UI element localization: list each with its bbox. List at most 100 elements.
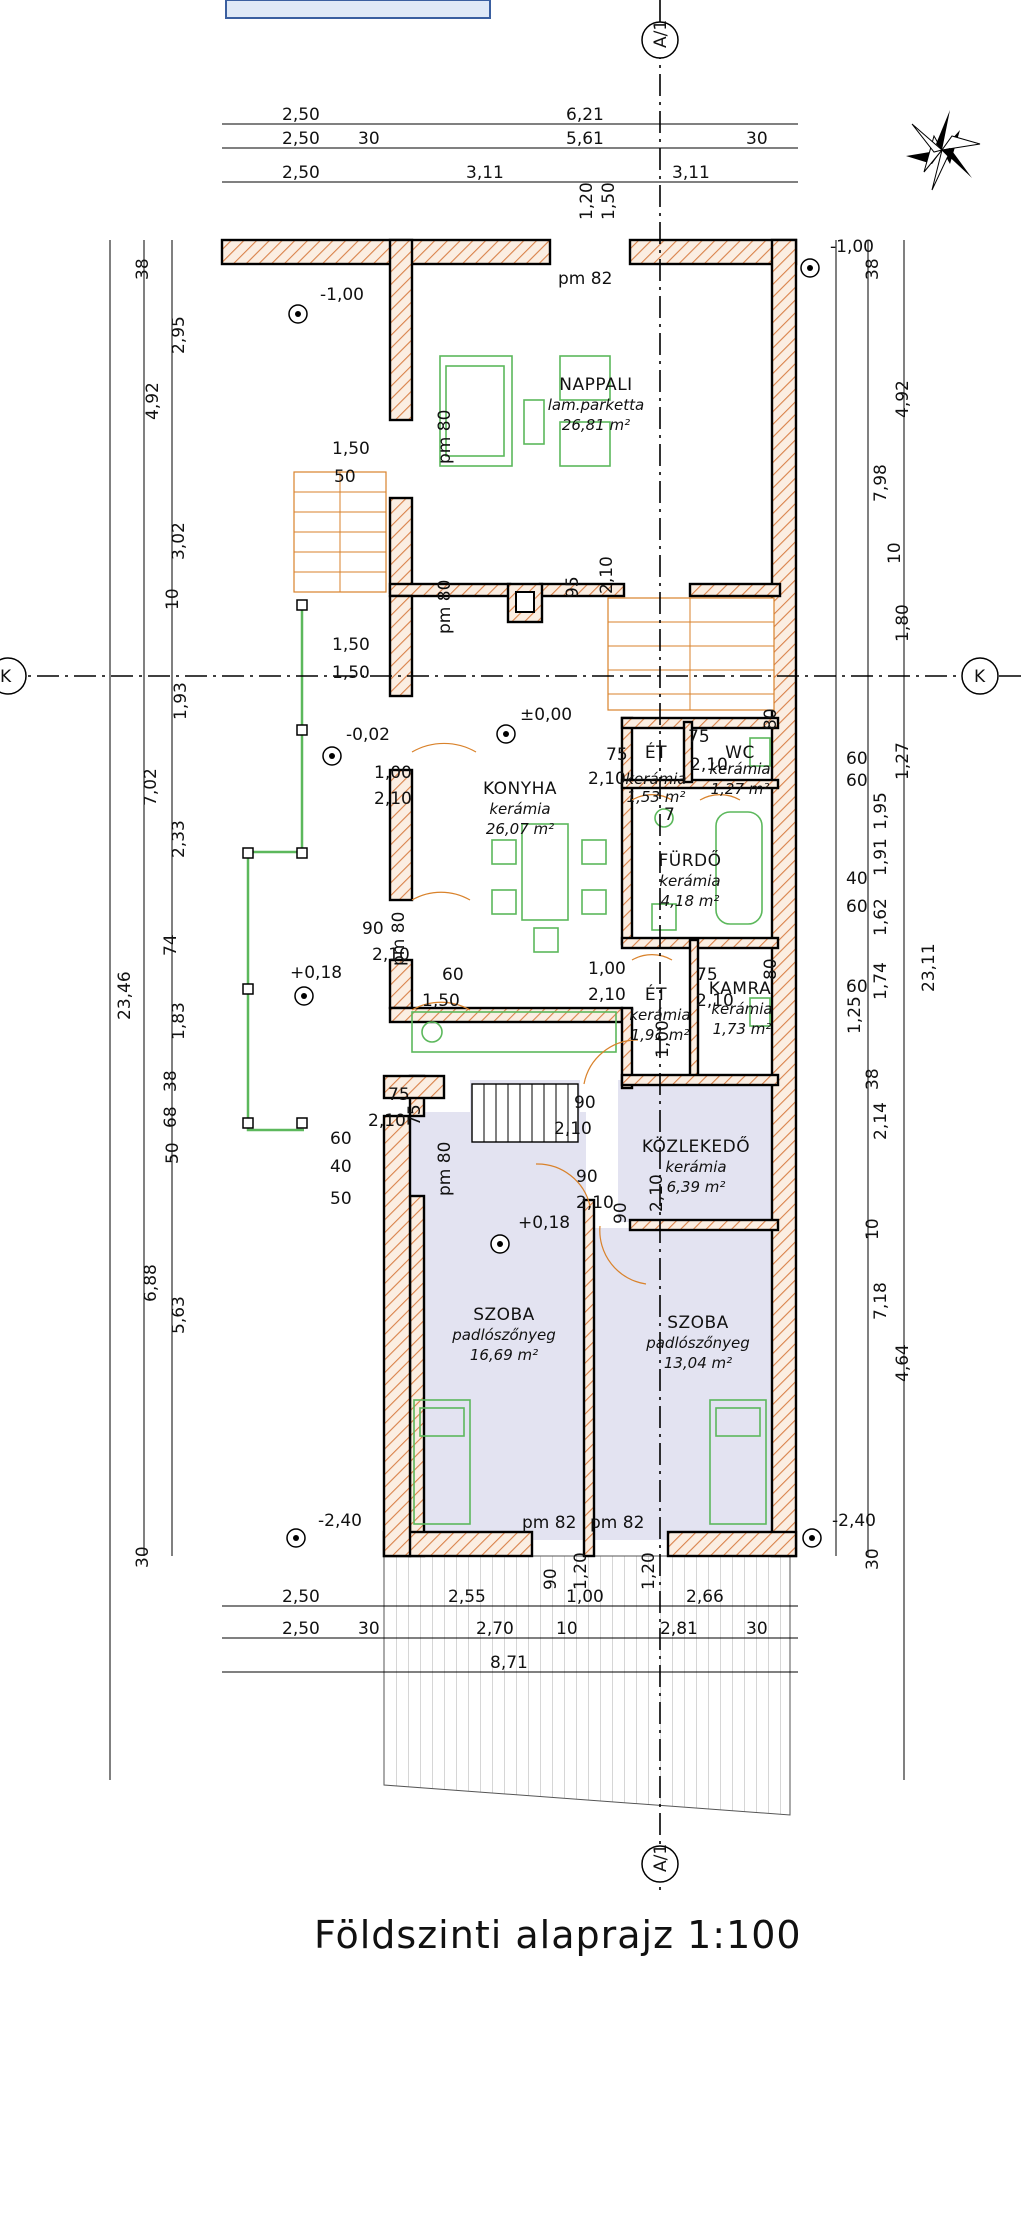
svg-text:4,92: 4,92 bbox=[893, 380, 913, 418]
dimension-lines bbox=[109, 123, 905, 1780]
svg-text:pm 82: pm 82 bbox=[558, 269, 612, 289]
svg-text:1,74: 1,74 bbox=[871, 962, 891, 1000]
svg-text:WC: WC bbox=[725, 743, 755, 763]
svg-text:kerámia: kerámia bbox=[711, 1000, 772, 1018]
svg-text:2,33: 2,33 bbox=[169, 820, 189, 858]
svg-text:75: 75 bbox=[405, 1104, 425, 1126]
svg-text:pm 80: pm 80 bbox=[435, 1142, 455, 1196]
svg-text:40: 40 bbox=[846, 869, 868, 889]
svg-text:75: 75 bbox=[696, 965, 718, 985]
svg-text:FÜRDŐ: FÜRDŐ bbox=[658, 849, 721, 871]
bottom-terrace bbox=[383, 1555, 791, 1816]
svg-text:7,98: 7,98 bbox=[871, 464, 891, 502]
svg-text:6,39 m²: 6,39 m² bbox=[667, 1178, 726, 1196]
svg-text:KÖZLEKEDŐ: KÖZLEKEDŐ bbox=[642, 1135, 750, 1157]
svg-text:40: 40 bbox=[330, 1157, 352, 1177]
svg-text:1,62: 1,62 bbox=[871, 898, 891, 936]
room-szoba-2: SZOBA padlószőnyeg 13,04 m² bbox=[645, 1313, 750, 1372]
room-szoba-1: SZOBA padlószőnyeg 16,69 m² bbox=[451, 1305, 556, 1364]
svg-text:38: 38 bbox=[863, 258, 883, 280]
svg-text:2,55: 2,55 bbox=[448, 1587, 486, 1607]
svg-text:1,20: 1,20 bbox=[577, 182, 597, 220]
svg-text:2,50: 2,50 bbox=[282, 129, 320, 149]
svg-text:1,95: 1,95 bbox=[871, 792, 891, 830]
corridor-fill bbox=[618, 1080, 778, 1222]
svg-text:90: 90 bbox=[611, 1202, 631, 1224]
svg-text:1,80: 1,80 bbox=[893, 604, 913, 642]
svg-text:2,10: 2,10 bbox=[588, 985, 626, 1005]
svg-text:7,02: 7,02 bbox=[141, 768, 161, 806]
svg-text:90: 90 bbox=[541, 1568, 561, 1590]
stairs-left bbox=[293, 471, 387, 593]
svg-text:80: 80 bbox=[761, 958, 781, 980]
svg-text:padlószőnyeg: padlószőnyeg bbox=[645, 1334, 750, 1352]
svg-text:38: 38 bbox=[133, 258, 153, 280]
svg-text:30: 30 bbox=[358, 1619, 380, 1639]
axis-label-a1-top: A/1 bbox=[651, 20, 671, 48]
svg-text:60: 60 bbox=[846, 749, 868, 769]
svg-text:pm 82: pm 82 bbox=[590, 1513, 644, 1533]
svg-text:2,10: 2,10 bbox=[690, 755, 728, 775]
bedroom-fill-right bbox=[592, 1228, 778, 1540]
room-et-1: ÉT kerámia 1,53 m² bbox=[625, 741, 686, 806]
svg-text:SZOBA: SZOBA bbox=[667, 1313, 729, 1333]
axis-label-a1-bottom: A/1 bbox=[651, 1844, 671, 1872]
svg-text:6,21: 6,21 bbox=[566, 105, 604, 125]
svg-text:ÉT: ÉT bbox=[645, 983, 667, 1005]
svg-text:padlószőnyeg: padlószőnyeg bbox=[451, 1326, 556, 1344]
svg-text:2,14: 2,14 bbox=[871, 1102, 891, 1140]
svg-text:2,50: 2,50 bbox=[282, 1587, 320, 1607]
porch bbox=[242, 599, 308, 1132]
svg-text:3,02: 3,02 bbox=[169, 522, 189, 560]
svg-text:2,10: 2,10 bbox=[374, 789, 412, 809]
svg-text:kerámia: kerámia bbox=[709, 760, 770, 778]
room-et-2: ÉT kerámia 1,91 m² bbox=[629, 983, 690, 1044]
svg-text:SZOBA: SZOBA bbox=[473, 1305, 535, 1325]
left-dimensions: 23,46 4,92 3,02 10 1,93 7,02 2,33 74 1,8… bbox=[115, 258, 191, 1568]
svg-text:6,88: 6,88 bbox=[141, 1264, 161, 1302]
opening-labels: pm 82 pm 80 pm 80 pm 80 pm 80 pm 82 pm 8… bbox=[330, 269, 781, 1533]
svg-text:90: 90 bbox=[574, 1093, 596, 1113]
svg-text:1,50: 1,50 bbox=[599, 182, 619, 220]
room-furdo: FÜRDŐ kerámia 4,18 m² bbox=[658, 849, 721, 910]
svg-text:-1,00: -1,00 bbox=[320, 285, 364, 305]
top-strip bbox=[225, 0, 491, 19]
svg-text:75: 75 bbox=[606, 745, 628, 765]
doors bbox=[411, 742, 741, 1285]
svg-text:1,00: 1,00 bbox=[374, 763, 412, 783]
svg-text:kerámia: kerámia bbox=[629, 1006, 690, 1024]
svg-text:1,91 m²: 1,91 m² bbox=[631, 1026, 690, 1044]
svg-text:75: 75 bbox=[388, 1085, 410, 1105]
svg-text:1,20: 1,20 bbox=[571, 1552, 591, 1590]
svg-text:68: 68 bbox=[161, 1106, 181, 1128]
svg-text:50: 50 bbox=[334, 467, 356, 487]
svg-text:2,66: 2,66 bbox=[686, 1587, 724, 1607]
svg-text:2,10: 2,10 bbox=[554, 1119, 592, 1139]
svg-text:30: 30 bbox=[746, 129, 768, 149]
svg-text:+0,18: +0,18 bbox=[290, 963, 342, 983]
svg-text:90: 90 bbox=[362, 919, 384, 939]
svg-text:60: 60 bbox=[846, 977, 868, 997]
svg-text:4,64: 4,64 bbox=[893, 1344, 913, 1382]
svg-text:+0,18: +0,18 bbox=[518, 1213, 570, 1233]
svg-text:2,50: 2,50 bbox=[282, 163, 320, 183]
walls bbox=[220, 238, 798, 1558]
svg-text:1,53 m²: 1,53 m² bbox=[627, 788, 686, 806]
svg-text:ÉT: ÉT bbox=[645, 741, 667, 763]
axis-label-k-right: K bbox=[974, 667, 986, 687]
svg-text:2,10: 2,10 bbox=[696, 991, 734, 1011]
svg-text:10: 10 bbox=[863, 1218, 883, 1240]
svg-text:2,10: 2,10 bbox=[368, 1111, 406, 1131]
svg-text:50: 50 bbox=[330, 1189, 352, 1209]
svg-text:13,04 m²: 13,04 m² bbox=[664, 1354, 732, 1372]
svg-text:2,50: 2,50 bbox=[282, 1619, 320, 1639]
svg-text:KAMRA: KAMRA bbox=[709, 979, 771, 999]
axis-label-k-left: K bbox=[0, 667, 12, 687]
svg-text:30: 30 bbox=[863, 1548, 883, 1570]
furniture bbox=[411, 355, 771, 1525]
svg-text:60: 60 bbox=[442, 965, 464, 985]
svg-text:60: 60 bbox=[846, 897, 868, 917]
svg-text:kerámia: kerámia bbox=[489, 800, 550, 818]
svg-text:95: 95 bbox=[563, 576, 583, 598]
